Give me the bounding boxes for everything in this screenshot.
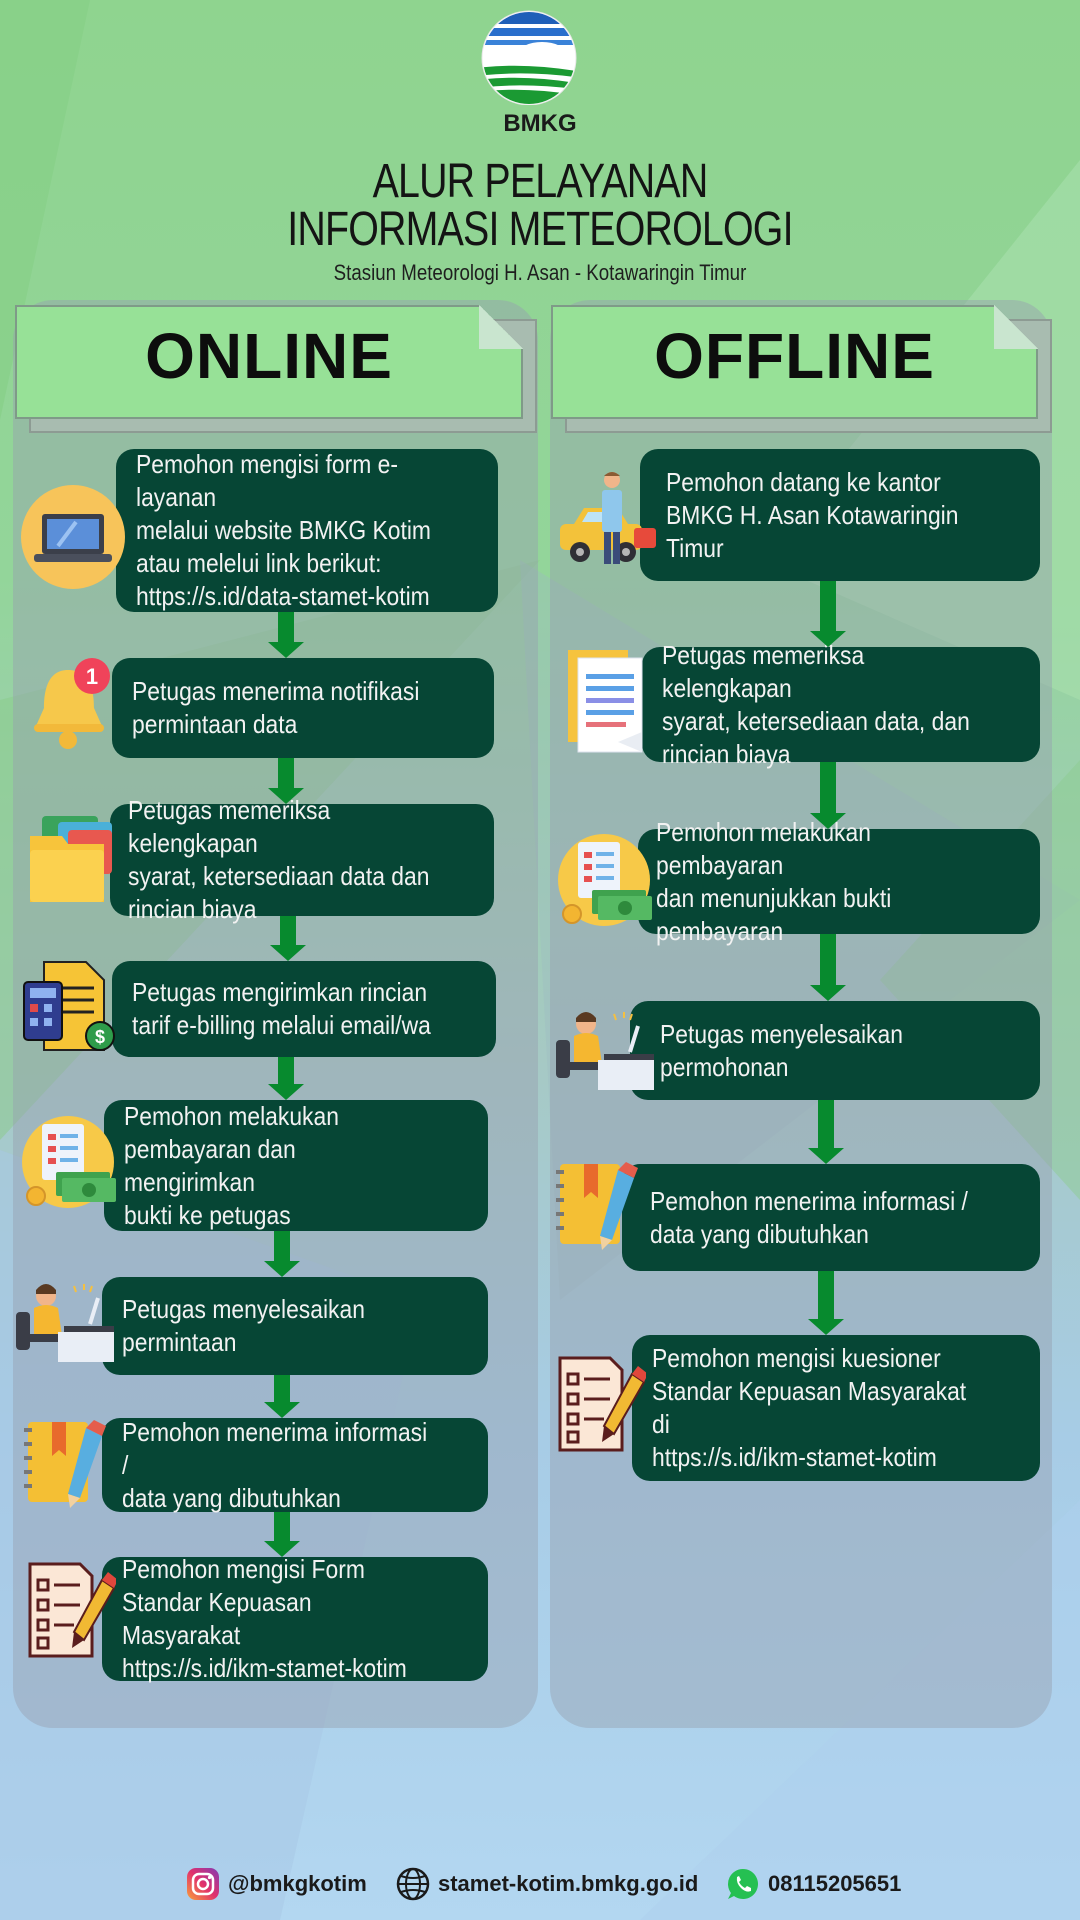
checklist-pencil-icon: [28, 1562, 116, 1658]
notification-badge: 1: [86, 664, 98, 689]
online-step-4: Petugas mengirimkan rincian tarif e-bill…: [112, 961, 496, 1057]
offline-step-5: Pemohon menerima informasi / data yang d…: [622, 1164, 1040, 1271]
online-arrow-1: [268, 612, 304, 658]
offline-arrow-4: [808, 1100, 844, 1164]
online-step-2: Petugas menerima notifikasi permintaan d…: [112, 658, 494, 758]
offline-arrow-3: [810, 934, 846, 1001]
offline-arrow-5: [808, 1271, 844, 1335]
online-arrow-5: [264, 1231, 300, 1277]
folder-icon: [30, 816, 112, 902]
offline-banner: OFFLINE: [551, 305, 1052, 433]
payment-receipt-icon: [22, 1116, 116, 1208]
laptop-icon: [21, 485, 125, 589]
offline-step-2: Petugas memeriksa kelengkapan syarat, ke…: [642, 640, 1040, 769]
website-link[interactable]: stamet-kotim.bmkg.go.id: [396, 1862, 698, 1906]
invoice-calculator-icon: $: [23, 961, 115, 1051]
checklist-pencil-icon: [558, 1356, 646, 1452]
documents-icon: [568, 650, 643, 753]
bell-notification-icon: 1: [34, 658, 110, 749]
online-banner: ONLINE: [15, 305, 537, 433]
page-subtitle: Stasiun Meteorologi H. Asan - Kotawaring…: [333, 260, 747, 285]
online-step-8: Pemohon mengisi Form Standar Kepuasan Ma…: [102, 1554, 488, 1683]
online-step-1: Pemohon mengisi form e-layanan melalui w…: [116, 449, 498, 612]
online-arrow-7: [264, 1512, 300, 1557]
online-arrow-6: [264, 1375, 300, 1418]
instagram-icon: [187, 1868, 219, 1900]
globe-icon: [396, 1867, 430, 1901]
online-step-5: Pemohon melakukan pembayaran dan mengiri…: [104, 1100, 488, 1231]
footer: @bmkgkotim stamet-kotim.bmkg.go.id 08115…: [0, 1862, 1080, 1906]
worker-at-desk-icon: [556, 1012, 654, 1090]
logo-text: BMKG: [503, 110, 577, 137]
offline-arrow-2: [810, 762, 846, 829]
online-arrow-4: [268, 1057, 304, 1100]
instagram-link[interactable]: @bmkgkotim: [186, 1862, 367, 1906]
offline-arrow-1: [810, 581, 846, 647]
payment-receipt-icon: [558, 834, 652, 926]
online-step-3: Petugas memeriksa kelengkapan syarat, ke…: [110, 795, 494, 924]
online-step-6: Petugas menyelesaikan permintaan: [102, 1277, 488, 1375]
whatsapp-link[interactable]: 08115205651: [726, 1862, 901, 1906]
online-heading: ONLINE: [145, 320, 393, 392]
offline-step-4: Petugas menyelesaikan permohonan: [630, 1001, 1040, 1100]
offline-heading: OFFLINE: [654, 320, 935, 392]
svg-text:$: $: [95, 1027, 105, 1047]
bmkg-logo: [481, 10, 577, 105]
page-title: ALUR PELAYANAN INFORMASI METEOROLOGI: [287, 155, 793, 256]
online-arrow-3: [270, 916, 306, 961]
worker-at-desk-icon: [16, 1284, 114, 1362]
online-step-7: Pemohon menerima informasi / data yang d…: [102, 1417, 488, 1513]
notebook-pencil-icon: [556, 1162, 638, 1250]
offline-step-3: Pemohon melakukan pembayaran dan menunju…: [638, 817, 1040, 946]
online-arrow-2: [268, 758, 304, 804]
offline-step-6: Pemohon mengisi kuesioner Standar Kepuas…: [632, 1335, 1040, 1481]
whatsapp-icon: [728, 1869, 758, 1899]
offline-step-1: Pemohon datang ke kantor BMKG H. Asan Ko…: [640, 449, 1040, 581]
notebook-pencil-icon: [24, 1420, 106, 1508]
person-car-icon: [560, 472, 656, 564]
